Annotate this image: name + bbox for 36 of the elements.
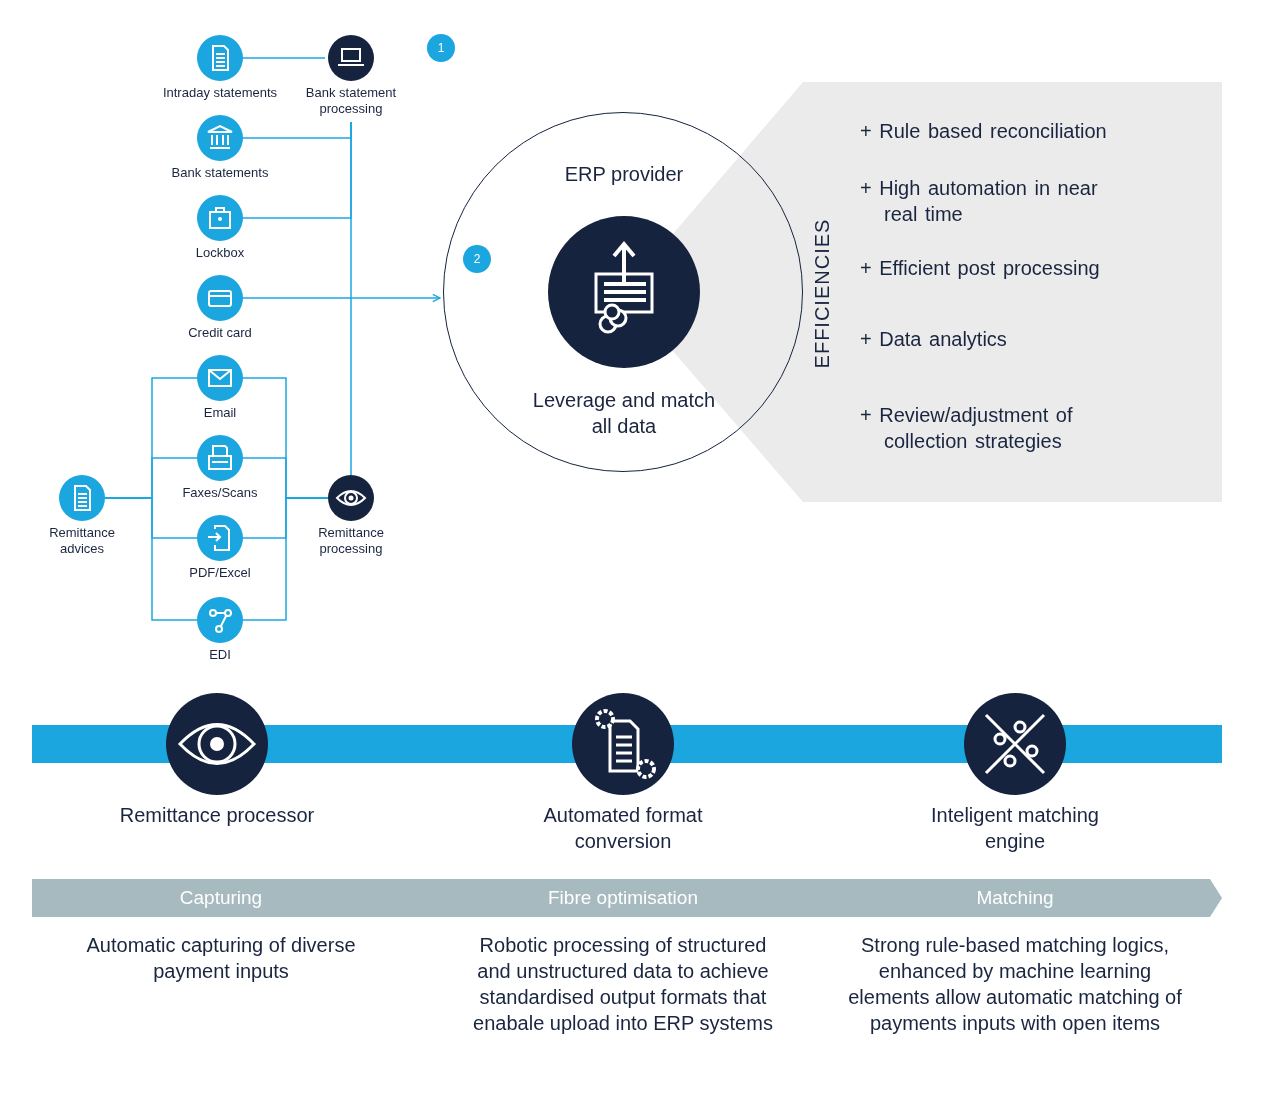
description-text: Robotic processing of structured and unstructured data to achieve standardised output formats that enabale upload into ERP systems [473, 933, 773, 1036]
connector-line [242, 121, 352, 219]
node-label: Faxes/Scans [182, 485, 258, 501]
phase-label: Capturing [178, 886, 264, 910]
arrow [242, 293, 441, 303]
benefit-item: + Review/adjustment of collection strategies [860, 403, 1074, 454]
benefit-item: + High automation in near real time [860, 176, 1099, 227]
callout-number: 1 [427, 34, 455, 62]
feature-title: Automated format conversion [542, 803, 704, 854]
node-label: Bank statements [171, 165, 269, 181]
benefit-item: + Data analytics [860, 327, 1008, 352]
phase-arrow-band [32, 879, 1222, 917]
benefit-item: + Rule based reconciliation [860, 119, 1108, 144]
feature-title: Inteligent matching engine [930, 803, 1100, 854]
node-label: PDF/Excel [189, 565, 251, 581]
callout-number: 2 [463, 245, 491, 273]
node-label: Bank statement processing [304, 85, 398, 117]
node-label: EDI [209, 647, 231, 663]
node-label: Remittance advices [48, 525, 116, 557]
feature-title: Remittance processor [118, 803, 316, 828]
circle-title: ERP provider [563, 162, 685, 187]
description-text: Automatic capturing of diverse payment inputs [85, 933, 357, 984]
node-label: Email [203, 405, 237, 421]
phase-label: Fibre optimisation [547, 886, 699, 910]
node-label: Lockbox [195, 245, 245, 261]
node-label: Intraday statements [162, 85, 278, 101]
node-label: Remittance processing [317, 525, 385, 557]
connector-line [242, 57, 326, 59]
phase-label: Matching [975, 886, 1055, 910]
circle-text: Leverage and match all data [531, 388, 717, 439]
connector-line [104, 497, 198, 621]
benefit-item: + Efficient post processing [860, 256, 1101, 281]
description-text: Strong rule-based matching logics, enhanced by machine learning elements allow automatic matching of payments inputs with open items [847, 933, 1183, 1036]
node-label: Credit card [188, 325, 252, 341]
vertical-heading: EFFICIENCIES [810, 217, 834, 371]
connector-line [242, 497, 329, 621]
